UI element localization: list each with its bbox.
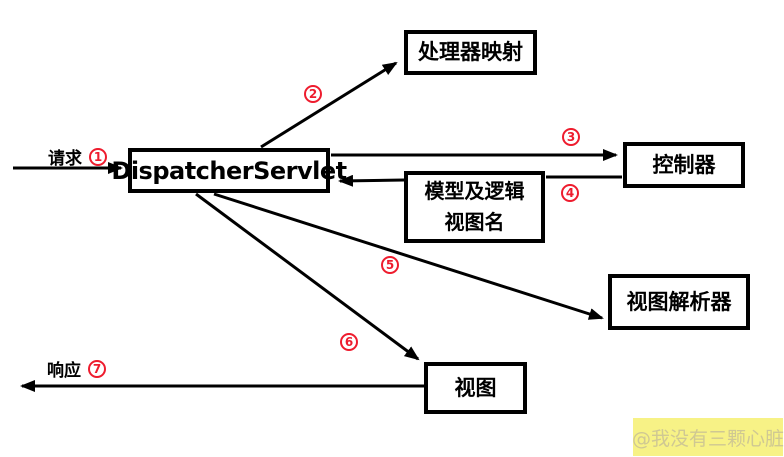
view-resolver-label: 视图解析器 — [626, 289, 732, 314]
watermark-text: @我没有三颗心脏 — [632, 427, 784, 450]
step-4-badge: 4 — [561, 184, 579, 202]
model-view-label-line1: 模型及逻辑 — [424, 179, 525, 203]
request-label: 请求 1 — [48, 144, 107, 169]
handler-mapping-label: 处理器映射 — [418, 40, 523, 65]
response-label: 响应 7 — [47, 356, 106, 381]
view-resolver-box: 视图解析器 — [608, 274, 750, 330]
to-view-arrow — [195, 192, 420, 361]
step-1-badge: 1 — [89, 147, 107, 166]
view-box: 视图 — [424, 362, 527, 414]
step-3-badge: 3 — [562, 128, 580, 146]
view-label: 视图 — [454, 375, 497, 400]
model-view-label-line2: 视图名 — [444, 210, 505, 234]
step-7-badge: 7 — [88, 359, 106, 378]
response-text: 响应 — [47, 361, 81, 381]
step-6-badge: 6 — [340, 333, 358, 351]
model-and-logical-view-name-box: 模型及逻辑 视图名 — [404, 171, 545, 243]
to-view-resolver-arrow — [213, 192, 604, 320]
handler-mapping-box: 处理器映射 — [404, 30, 537, 75]
watermark-badge: @我没有三颗心脏 — [632, 418, 784, 456]
dispatcher-servlet-label: DispatcherServlet — [111, 156, 347, 185]
to-handler-mapping-arrow — [260, 61, 398, 149]
request-text: 请求 — [48, 149, 82, 169]
modelview-to-dispatcher-arrow — [338, 174, 405, 187]
step-5-badge: 5 — [381, 256, 399, 274]
controller-box: 控制器 — [623, 142, 745, 188]
controller-label: 控制器 — [652, 152, 716, 177]
step-2-badge: 2 — [304, 85, 322, 103]
dispatcher-servlet-box: DispatcherServlet — [111, 148, 347, 193]
